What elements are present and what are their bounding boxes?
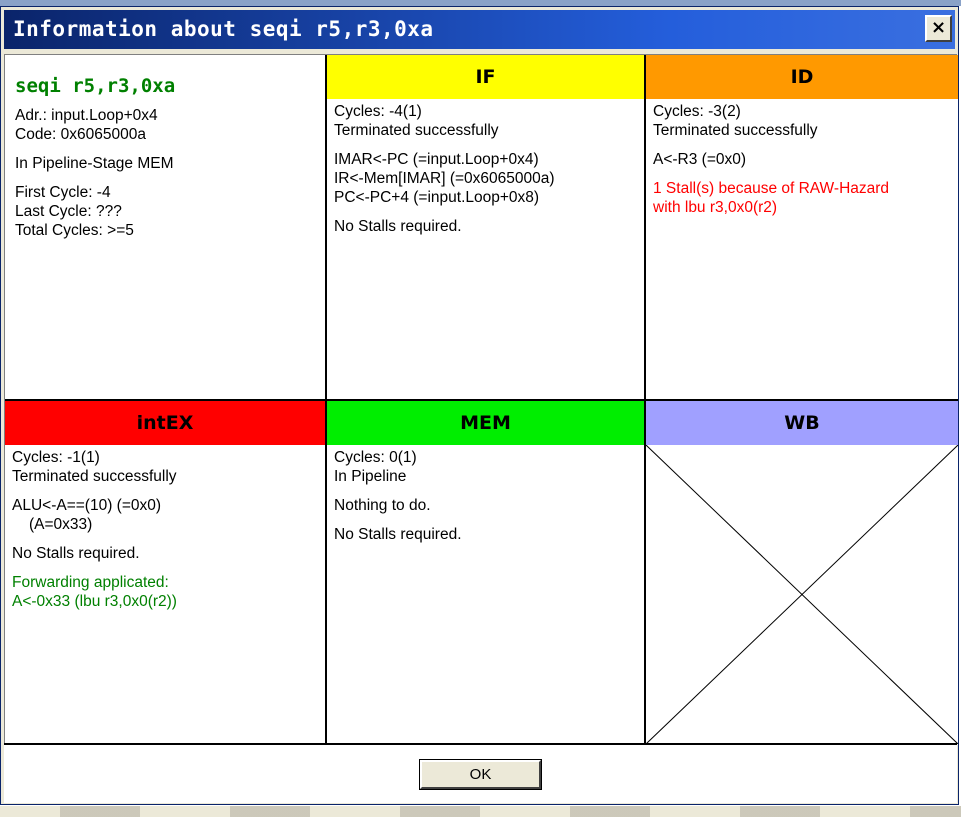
id-stall-message: 1 Stall(s) because of RAW-Hazard <box>653 180 890 197</box>
dialog-footer: OK <box>4 743 957 803</box>
mem-status: In Pipeline <box>334 468 407 485</box>
stage-wb-panel: WB <box>646 401 958 744</box>
mem-stalls: No Stalls required. <box>334 526 462 543</box>
grid-divider <box>5 399 958 401</box>
intex-forwarding: A<-0x33 (lbu r3,0x0(r2)) <box>12 593 177 610</box>
instruction-name: seqi r5,r3,0xa <box>15 75 176 97</box>
id-stall-message: with lbu r3,0x0(r2) <box>653 199 778 216</box>
window-title: Information about seqi r5,r3,0xa <box>13 17 434 41</box>
first-cycle: First Cycle: -4 <box>15 184 111 201</box>
stage-intex-header: intEX <box>5 401 325 445</box>
if-status: Terminated successfully <box>334 122 499 139</box>
stage-if-header: IF <box>327 55 644 99</box>
mem-cycles: Cycles: 0(1) <box>334 449 417 466</box>
close-button[interactable]: × <box>925 15 952 42</box>
if-op: IMAR<-PC (=input.Loop+0x4) <box>334 151 539 168</box>
background-window-strip <box>0 806 961 817</box>
total-cycles: Total Cycles: >=5 <box>15 222 134 239</box>
intex-op-detail: (A=0x33) <box>29 516 93 533</box>
id-status: Terminated successfully <box>653 122 818 139</box>
intex-stalls: No Stalls required. <box>12 545 140 562</box>
if-op: IR<-Mem[IMAR] (=0x6065000a) <box>334 170 555 187</box>
if-op: PC<-PC+4 (=input.Loop+0x8) <box>334 189 540 206</box>
id-cycles: Cycles: -3(2) <box>653 103 741 120</box>
background-content <box>0 806 961 817</box>
instruction-code: Code: 0x6065000a <box>15 126 147 143</box>
pipeline-grid: seqi r5,r3,0xa Adr.: input.Loop+0x4 Code… <box>4 54 958 744</box>
close-icon: × <box>930 17 947 38</box>
stage-mem-panel: MEM Cycles: 0(1) In Pipeline Nothing to … <box>327 401 644 744</box>
instruction-address: Adr.: input.Loop+0x4 <box>15 107 158 124</box>
id-op: A<-R3 (=0x0) <box>653 151 747 168</box>
stage-mem-header: MEM <box>327 401 644 445</box>
background-window-strip <box>0 0 961 6</box>
title-bar[interactable]: Information about seqi r5,r3,0xa × <box>4 10 955 49</box>
stage-id-header: ID <box>646 55 958 99</box>
instruction-stage: In Pipeline-Stage MEM <box>15 155 174 172</box>
intex-forwarding: Forwarding applicated: <box>12 574 169 591</box>
stage-intex-panel: intEX Cycles: -1(1) Terminated successfu… <box>5 401 325 744</box>
if-cycles: Cycles: -4(1) <box>334 103 422 120</box>
last-cycle: Last Cycle: ??? <box>15 203 122 220</box>
if-stalls: No Stalls required. <box>334 218 462 235</box>
ok-button[interactable]: OK <box>420 760 541 789</box>
instruction-info-panel: seqi r5,r3,0xa Adr.: input.Loop+0x4 Code… <box>5 55 325 399</box>
stage-id-panel: ID Cycles: -3(2) Terminated successfully… <box>646 55 958 399</box>
stage-if-panel: IF Cycles: -4(1) Terminated successfully… <box>327 55 644 399</box>
empty-stage-cross-icon <box>646 445 958 744</box>
info-dialog: Information about seqi r5,r3,0xa × seqi … <box>0 6 959 805</box>
stage-wb-header: WB <box>646 401 958 445</box>
intex-op: ALU<-A==(10) (=0x0) <box>12 497 162 514</box>
intex-status: Terminated successfully <box>12 468 177 485</box>
intex-cycles: Cycles: -1(1) <box>12 449 100 466</box>
mem-action: Nothing to do. <box>334 497 431 514</box>
